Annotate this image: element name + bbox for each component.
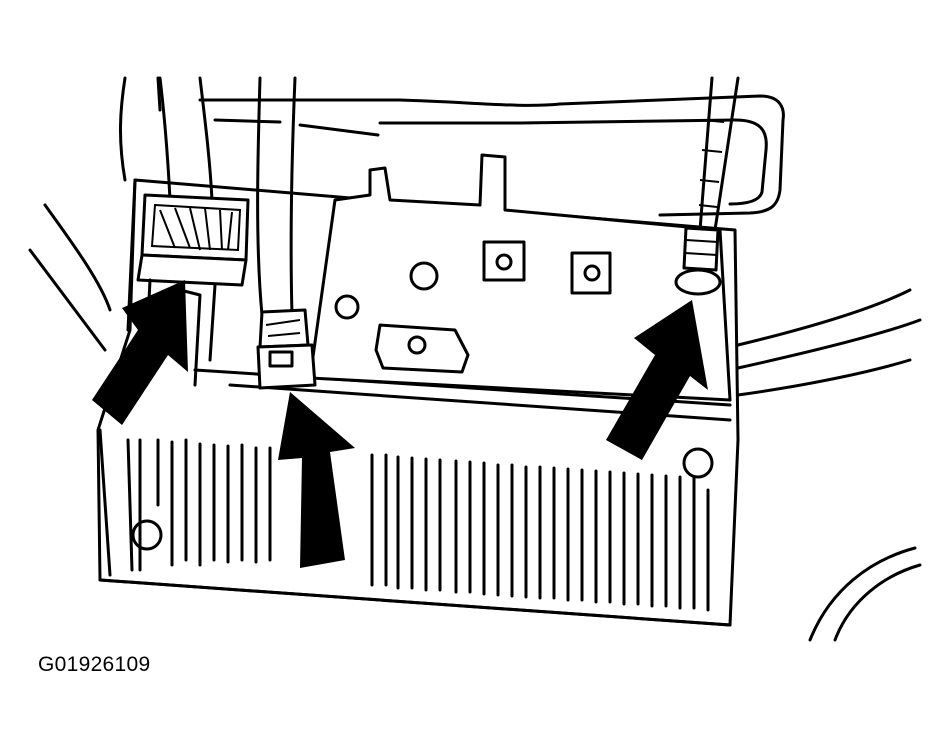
heat-sink-fins xyxy=(98,428,710,612)
figure-id-label: G01926109 xyxy=(38,653,151,676)
callout-arrow-left-connector xyxy=(92,280,188,425)
center-wiring-harness xyxy=(256,76,317,390)
callout-arrow-center-connector xyxy=(278,392,355,568)
console-housing xyxy=(28,76,922,642)
antenna-cable xyxy=(674,76,740,296)
callout-arrow-antenna-connector xyxy=(606,300,708,460)
left-wiring-harness xyxy=(136,76,250,387)
